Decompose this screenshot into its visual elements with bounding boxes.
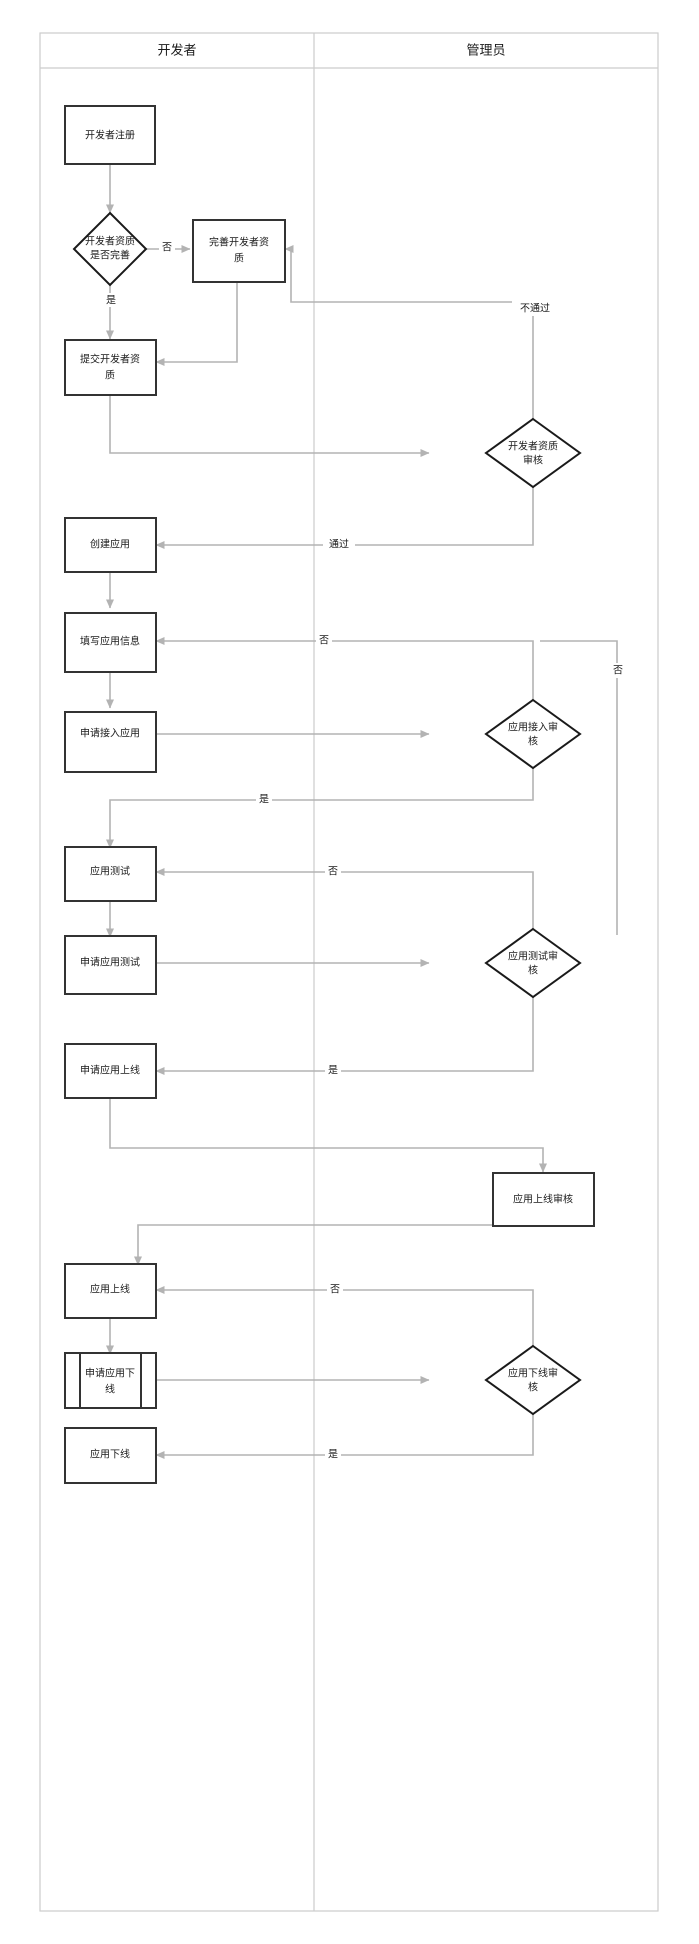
edge-label-n9-n10: 是 <box>259 794 269 806</box>
node-label-n17-line1: 应用下线审 <box>508 1367 558 1380</box>
edge-n9-n10 <box>106 768 534 849</box>
node-label-n12-line1: 应用测试审 <box>508 950 558 963</box>
node-label-n16-line1: 申请应用下 <box>85 1367 135 1380</box>
node-app-launch-review[interactable]: 应用上线审核 <box>492 1172 595 1227</box>
edge-label-bg-n2-n4 <box>103 293 119 307</box>
node-label-n2-line1: 开发者资质 <box>85 235 135 248</box>
edge-n12-n10 <box>155 868 534 929</box>
node-label-n12-line2: 核 <box>528 964 538 977</box>
edge-label-bg-n12-n10 <box>325 864 341 879</box>
node-label-n9-line2: 核 <box>528 735 538 748</box>
edge-label-bg-n12-n7 <box>610 663 626 678</box>
lane-title-developer: 开发者 <box>157 42 196 57</box>
edge-n12-n13 <box>155 997 534 1075</box>
node-label-n16-line2: 线 <box>105 1383 115 1396</box>
node-app-offline-review-decision[interactable]: 应用下线审 核 <box>484 1344 582 1416</box>
edge-label-n17-n18: 是 <box>328 1449 338 1461</box>
node-label-n7: 填写应用信息 <box>80 635 140 648</box>
node-apply-app-test[interactable]: 申请应用测试 <box>64 935 157 995</box>
edge-n14-n15 <box>134 1224 493 1266</box>
edge-n4-n5 <box>109 395 430 457</box>
edge-label-n5-n3: 不通过 <box>520 302 550 315</box>
node-label-n4-line2: 质 <box>105 370 115 382</box>
node-label-n5-line1: 开发者资质 <box>508 440 558 453</box>
edge-n17-n18 <box>155 1414 534 1459</box>
lane-title-admin: 管理员 <box>466 42 505 57</box>
node-developer-register[interactable]: 开发者注册 <box>64 105 156 165</box>
node-label-n9-line1: 应用接入审 <box>508 721 558 734</box>
edge-label-n5-n6: 通过 <box>329 538 349 551</box>
edge-label-n9-n7: 否 <box>319 635 329 647</box>
edge-n12-n7 <box>540 640 618 935</box>
edge-label-n12-n7: 否 <box>613 665 623 677</box>
node-label-n3-line1: 完善开发者资 <box>209 236 269 249</box>
edge-label-bg-n2-n3 <box>159 240 175 254</box>
edge-label-bg-n17-n15 <box>327 1282 343 1297</box>
node-fill-app-info[interactable]: 填写应用信息 <box>64 612 157 673</box>
node-label-n15: 应用上线 <box>90 1283 130 1296</box>
node-app-test[interactable]: 应用测试 <box>64 846 157 902</box>
edge-label-bg-n12-n13 <box>325 1063 341 1078</box>
node-label-n6: 创建应用 <box>90 538 130 551</box>
node-apply-app-offline[interactable]: 申请应用下 线 <box>64 1352 157 1409</box>
node-label-n8: 申请接入应用 <box>80 727 140 740</box>
edge-label-n12-n13: 是 <box>328 1065 338 1077</box>
edge-label-n2-n4: 是 <box>106 295 116 307</box>
node-label-n10: 应用测试 <box>90 865 130 878</box>
node-label-n14: 应用上线审核 <box>513 1193 573 1206</box>
node-label-n4-line1: 提交开发者资 <box>80 353 140 366</box>
edge-label-bg-n5-n3 <box>512 301 558 316</box>
node-create-app[interactable]: 创建应用 <box>64 517 157 573</box>
lane-header-developer: 开发者 <box>157 42 196 57</box>
edge-n17-n15 <box>155 1286 534 1346</box>
node-submit-qualification[interactable]: 提交开发者资 质 <box>64 339 157 396</box>
edge-label-bg-n9-n10 <box>256 792 272 807</box>
edge-label-n12-n10: 否 <box>328 866 338 878</box>
edge-n3-n4 <box>155 282 238 366</box>
node-label-n1: 开发者注册 <box>85 129 135 142</box>
edge-label-bg-n5-n6 <box>323 537 355 552</box>
node-app-access-review-decision[interactable]: 应用接入审 核 <box>484 698 582 770</box>
node-qualification-review-decision[interactable]: 开发者资质 审核 <box>484 417 582 489</box>
node-label-n5-line2: 审核 <box>523 454 543 467</box>
edge-label-bg-n9-n7 <box>316 633 332 648</box>
node-app-test-review-decision[interactable]: 应用测试审 核 <box>484 927 582 999</box>
edge-label-bg-n17-n18 <box>325 1447 341 1462</box>
node-label-n2-line2: 是否完善 <box>90 249 130 262</box>
edge-n5-n6 <box>155 487 534 549</box>
edge-n9-n7 <box>155 637 534 700</box>
edge-n13-n14 <box>109 1098 547 1173</box>
node-label-n11: 申请应用测试 <box>80 956 140 969</box>
edge-n5-n3 <box>284 245 534 419</box>
node-label-n3-line2: 质 <box>234 253 244 265</box>
node-app-offline[interactable]: 应用下线 <box>64 1427 157 1484</box>
node-label-n13: 申请应用上线 <box>80 1064 140 1077</box>
node-apply-app-launch[interactable]: 申请应用上线 <box>64 1043 157 1099</box>
edge-label-n2-n3: 否 <box>162 242 172 254</box>
lane-header-admin: 管理员 <box>466 42 505 57</box>
swimlane-frame <box>39 32 659 1912</box>
node-label-n18: 应用下线 <box>90 1448 130 1461</box>
node-improve-qualification[interactable]: 完善开发者资 质 <box>192 219 286 283</box>
node-qualification-complete-decision[interactable]: 开发者资质 是否完善 <box>72 211 148 287</box>
edge-label-n17-n15: 否 <box>330 1284 340 1296</box>
node-apply-app-access[interactable]: 申请接入应用 <box>64 711 157 773</box>
node-app-launch[interactable]: 应用上线 <box>64 1263 157 1319</box>
edge-layer: 否 是 不通过 通过 否 否 是 <box>103 164 626 1462</box>
node-label-n17-line2: 核 <box>528 1381 538 1394</box>
